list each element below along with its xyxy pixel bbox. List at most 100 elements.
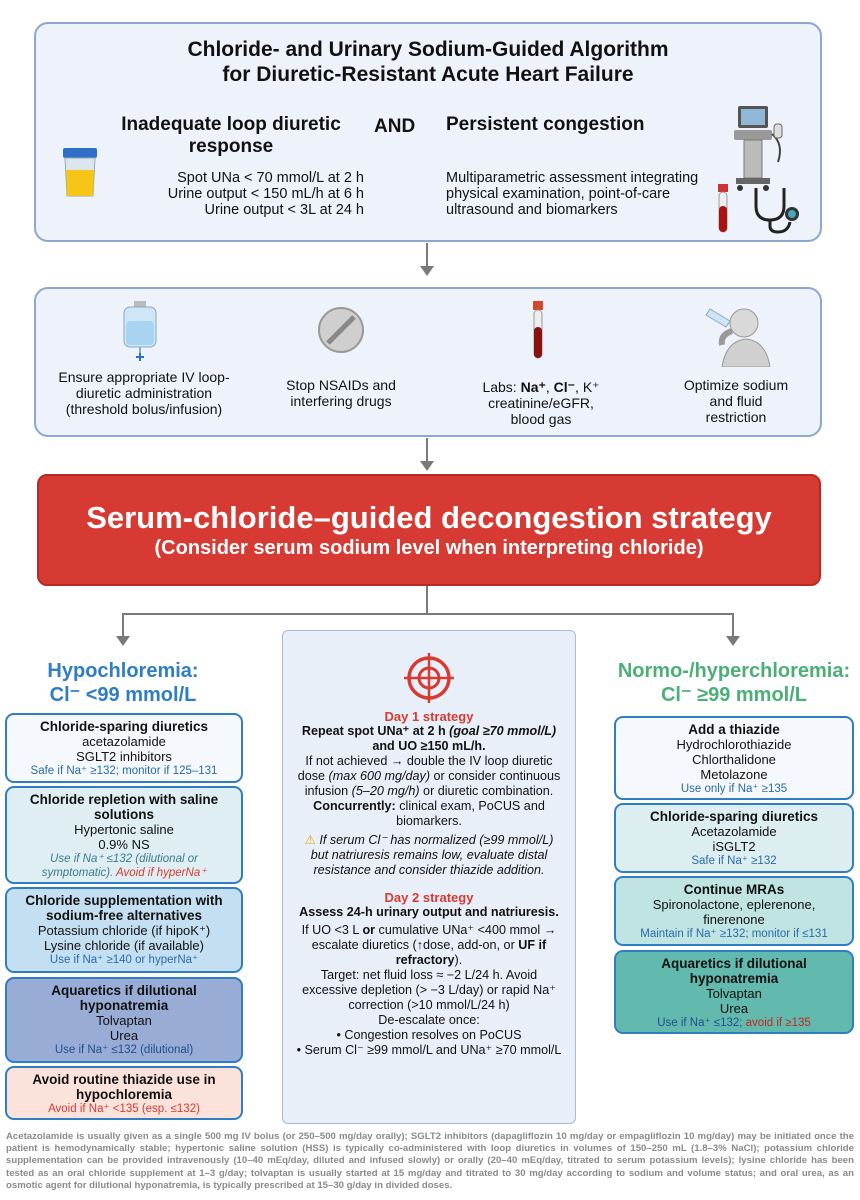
pill-icon	[316, 305, 366, 355]
step2-line-2: interfering drugs	[256, 393, 426, 409]
target-icon	[404, 653, 454, 703]
concurrently-label: Concurrently:	[313, 799, 396, 813]
branch-left-down	[122, 613, 124, 637]
hypo-box2-title: Chloride repletion with saline solutions	[13, 792, 235, 822]
normo-box4-note-use: Use if Na⁺ ≤132;	[657, 1017, 745, 1029]
initial-steps-panel: Ensure appropriate IV loop- diuretic adm…	[34, 287, 822, 437]
criterion-uo-24h: Urine output < 3L at 24 h	[96, 202, 364, 218]
strategy-banner: Serum-chloride–guided decongestion strat…	[37, 474, 821, 586]
congestion-line-1: Multiparametric assessment integrating	[446, 170, 726, 186]
hypo-box1-line-1: acetazolamide	[13, 734, 235, 749]
hypo-box2-line-2: 0.9% NS	[13, 837, 235, 852]
normo-box4-line-1: Tolvaptan	[622, 986, 846, 1001]
step4-line-1: Optimize sodium	[666, 377, 806, 393]
deescalate-bullet-2: • Serum Cl⁻ ≥99 mmol/L and UNa⁺ ≥70 mmol…	[295, 1043, 563, 1058]
hypo-box1-note: Safe if Na⁺ ≥132; monitor if 125–131	[13, 764, 235, 778]
branch-left-head	[116, 636, 130, 646]
criterion-uo-6h: Urine output < 150 mL/h at 6 h	[96, 186, 364, 202]
step1-line-3: (threshold bolus/infusion)	[44, 401, 244, 417]
day-strategy-panel: Day 1 strategy Repeat spot UNa⁺ at 2 h (…	[282, 630, 576, 1124]
hypo-box3-line-1: Potassium chloride (if hipoK⁺)	[13, 923, 235, 938]
step3-line-2: creatinine/eGFR,	[446, 395, 636, 411]
normo-box3-title: Continue MRAs	[622, 882, 846, 897]
iv-bag-icon	[120, 301, 160, 361]
normo-box-chloride-sparing: Chloride-sparing diuretics Acetazolamide…	[614, 803, 854, 873]
step4-line-3: restriction	[666, 409, 806, 425]
congestion-line-3: ultrasound and biomarkers	[446, 202, 726, 218]
normo-box2-title: Chloride-sparing diuretics	[622, 809, 846, 824]
flow-arrow-2	[426, 438, 428, 462]
congestion-line-2: physical examination, point-of-care	[446, 186, 726, 202]
branch-right-head	[726, 636, 740, 646]
normo-box-aquaretics: Aquaretics if dilutional hyponatremia To…	[614, 950, 854, 1034]
normo-box3-line-1: Spironolactone, eplerenone,	[622, 897, 846, 912]
hypo-box-aquaretics: Aquaretics if dilutional hyponatremia To…	[5, 977, 243, 1063]
normo-box1-note: Use only if Na⁺ ≥135	[622, 782, 846, 796]
lab-tube-icon	[530, 301, 546, 361]
deescalate-bullet-1: • Congestion resolves on PoCUS	[295, 1028, 563, 1043]
hypo-box2-note: Use if Na⁺ ≤132 (dilutional or symptomat…	[13, 852, 235, 880]
day1-goal-b: (goal ≥70 mmol/L)	[449, 724, 556, 738]
left-title-line-2: response	[96, 136, 366, 158]
normo-box4-title: Aquaretics if dilutional hyponatremia	[622, 956, 846, 986]
criterion-una: Spot UNa < 70 mmol/L at 2 h	[96, 170, 364, 186]
day1-action: If not achieved → double the IV loop diu…	[295, 754, 563, 799]
branch-right-down	[732, 613, 734, 637]
day2-escalate: If UO <3 L or cumulative UNa⁺ <400 mmol …	[295, 923, 563, 968]
left-title-line-1: Inadequate loop diuretic	[96, 114, 366, 136]
branch-horizontal	[122, 613, 734, 615]
flow-arrow-1	[426, 243, 428, 267]
flow-arrow-1-head	[420, 266, 434, 276]
hypo-box-chloride-sparing: Chloride-sparing diuretics acetazolamide…	[5, 713, 243, 783]
day1-goal-a: Repeat spot UNa⁺ at 2 h	[302, 724, 449, 738]
strategy-subtitle: (Consider serum sodium level when interp…	[39, 536, 819, 560]
day1-action-e: or diuretic combination.	[420, 784, 554, 798]
hypo-box4-note: Use if Na⁺ ≤132 (dilutional)	[13, 1043, 235, 1057]
hypo-box5-note: Avoid if Na⁺ <135 (esp. ≤132)	[13, 1102, 235, 1116]
hypo-box4-line-1: Tolvaptan	[13, 1013, 235, 1028]
step1-line-2: diuretic administration	[44, 385, 244, 401]
inadequate-response-criteria: Spot UNa < 70 mmol/L at 2 h Urine output…	[96, 170, 364, 218]
step3-line-3: blood gas	[446, 411, 636, 427]
main-title: Chloride- and Urinary Sodium-Guided Algo…	[36, 37, 820, 87]
normo-box3-line-2: finerenone	[622, 912, 846, 927]
hypo-box5-title: Avoid routine thiazide use in hypochlore…	[13, 1072, 235, 1102]
hypo-box2-line-1: Hypertonic saline	[13, 822, 235, 837]
normochloremia-title: Normo-/hyperchloremia: Cl⁻ ≥99 mmol/L	[608, 659, 860, 707]
flow-arrow-2-head	[420, 461, 434, 471]
labs-k: , K⁺	[575, 379, 600, 395]
normo-box3-note: Maintain if Na⁺ ≥132; monitor if ≤131	[622, 927, 846, 941]
target-text: Target: net fluid loss ≈ −2 L/24 h. Avoi…	[295, 968, 563, 1013]
day2-escalate-a: If UO <3 L	[302, 923, 363, 937]
step-labs: Labs: Na⁺, Cl⁻, K⁺ creatinine/eGFR, bloo…	[446, 379, 636, 427]
day1-goal: Repeat spot UNa⁺ at 2 h (goal ≥70 mmol/L…	[295, 724, 563, 754]
step2-line-1: Stop NSAIDs and	[256, 377, 426, 393]
stethoscope-icon	[748, 184, 804, 236]
day1-label: Day 1 strategy	[295, 709, 563, 724]
hypo-box3-title: Chloride supplementation with sodium-fre…	[13, 893, 235, 923]
normo-box-mras: Continue MRAs Spironolactone, eplerenone…	[614, 876, 854, 946]
normo-box4-note: Use if Na⁺ ≤132; avoid if ≥135	[622, 1016, 846, 1030]
hypo-box1-title: Chloride-sparing diuretics	[13, 719, 235, 734]
hypo-title-line-1: Hypochloremia:	[4, 659, 242, 683]
day1-action-d: (5–20 mg/h)	[352, 784, 420, 798]
urine-cup-icon	[60, 146, 100, 198]
hypochloremia-title: Hypochloremia: Cl⁻ <99 mmol/L	[4, 659, 242, 707]
persistent-congestion-title: Persistent congestion	[446, 114, 645, 136]
step1-line-1: Ensure appropriate IV loop-	[44, 369, 244, 385]
hypo-box3-line-2: Lysine chloride (if available)	[13, 938, 235, 953]
person-drinking-icon	[696, 301, 776, 367]
normo-box4-line-2: Urea	[622, 1001, 846, 1016]
concurrently-body: clinical exam, PoCUS and biomarkers.	[396, 799, 545, 828]
concurrently-text: Concurrently: clinical exam, PoCUS and b…	[295, 799, 563, 829]
normo-box2-line-1: Acetazolamide	[622, 824, 846, 839]
normo-box1-line-3: Metolazone	[622, 767, 846, 782]
warning-note: ⚠ If serum Cl⁻ has normalized (≥99 mmol/…	[295, 833, 563, 878]
step-sodium-fluid-restriction: Optimize sodium and fluid restriction	[666, 377, 806, 425]
inadequate-response-title: Inadequate loop diuretic response	[96, 114, 366, 158]
branch-stem	[426, 586, 428, 614]
normo-box-thiazide: Add a thiazide Hydrochlorothiazide Chlor…	[614, 716, 854, 800]
day2-escalate-or: or	[362, 923, 375, 937]
normo-title-line-1: Normo-/hyperchloremia:	[608, 659, 860, 683]
title-line-2: for Diuretic-Resistant Acute Heart Failu…	[36, 62, 820, 87]
